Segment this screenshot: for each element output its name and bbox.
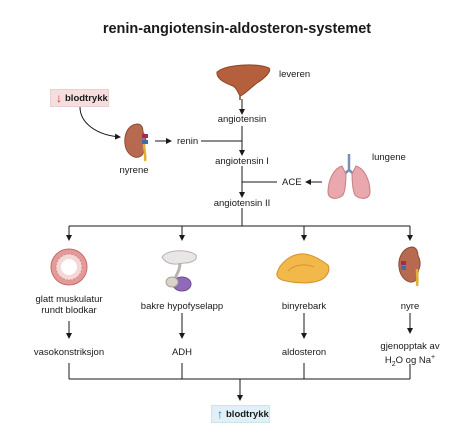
angiotensin-ii-label: angiotensin II xyxy=(213,198,271,209)
target-label-posterior-pituitary: bakre hypofyselapp xyxy=(140,301,224,312)
effect-aldosterone: aldosteron xyxy=(281,347,327,358)
angiotensinogen-label: angiotensin xyxy=(217,114,267,125)
liver-label: leveren xyxy=(279,69,311,80)
adrenal-cortex-icon xyxy=(276,253,330,284)
high-blood-pressure-label: blodtrykk xyxy=(226,408,269,420)
pituitary-icon xyxy=(161,250,197,292)
high-blood-pressure-badge: ↑ blodtrykk xyxy=(211,405,270,423)
low-blood-pressure-badge: ↓ blodtrykk xyxy=(50,89,109,107)
arrow-up-icon: ↑ xyxy=(217,407,223,421)
kidney-icon-target xyxy=(398,246,421,287)
lungs-icon xyxy=(327,154,371,199)
arrow-down-icon: ↓ xyxy=(56,91,62,105)
blood-vessel-icon xyxy=(50,248,88,286)
lungs-label: lungene xyxy=(372,152,406,163)
liver-icon xyxy=(216,64,271,100)
effect-adh: ADH xyxy=(171,347,193,358)
renin-label: renin xyxy=(177,136,199,147)
effect-reabsorption: gjenopptak av H2O og Na+ xyxy=(380,341,440,369)
kidney-icon xyxy=(124,123,148,162)
ace-label: ACE xyxy=(282,177,302,188)
diagram-title: renin-angiotensin-aldosteron-systemet xyxy=(102,21,372,37)
low-bp-to-kidney-arrow xyxy=(79,106,121,140)
effect-vasoconstriction: vasokonstriksjon xyxy=(33,347,105,358)
angiotensin-i-label: angiotensin I xyxy=(215,156,269,167)
low-blood-pressure-label: blodtrykk xyxy=(65,92,108,104)
target-label-kidney: nyre xyxy=(400,301,420,312)
target-label-adrenal-cortex: binyrebark xyxy=(281,301,327,312)
kidney-label: nyrene xyxy=(119,165,149,176)
